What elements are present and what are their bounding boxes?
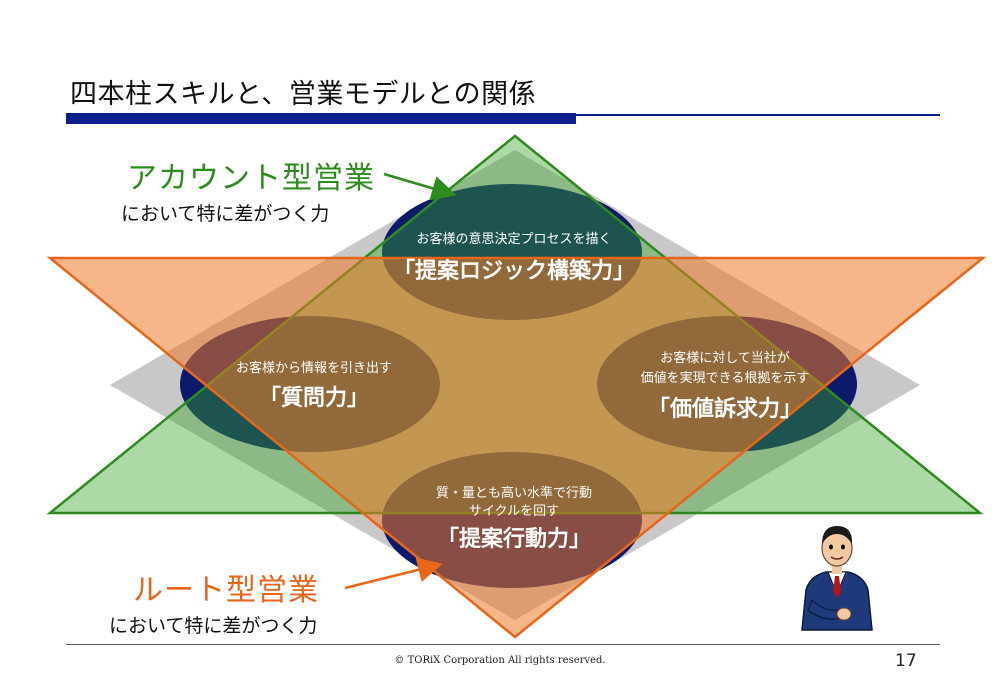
route-model-name: ルート型営業 bbox=[133, 573, 319, 608]
page-title: 四本柱スキルと、営業モデルとの関係 bbox=[70, 79, 537, 110]
account-arrow bbox=[383, 172, 457, 201]
page-number: 17 bbox=[895, 651, 917, 671]
copyright-text: © TORiX Corporation All rights reserved. bbox=[394, 655, 606, 666]
skill-bottom-desc-2: サイクルを回す bbox=[469, 504, 559, 519]
skill-left-name: 「質問力」 bbox=[259, 386, 369, 411]
route-model-triangle bbox=[46, 256, 987, 639]
route-model-subtitle: において特に差がつく力 bbox=[109, 615, 318, 637]
account-model-name: アカウント型営業 bbox=[127, 161, 375, 196]
account-model-subtitle: において特に差がつく力 bbox=[121, 203, 330, 225]
skill-top-desc: お客様の意思決定プロセスを描く bbox=[416, 231, 611, 247]
skill-left-desc: お客様から情報を引き出す bbox=[236, 360, 392, 376]
title-underline-thin bbox=[576, 114, 940, 116]
skill-right-desc-2: 価値を実現できる根拠を示す bbox=[641, 370, 810, 386]
account-model-caption: アカウント型営業 において特に差がつく力 bbox=[121, 153, 375, 226]
route-arrow bbox=[344, 557, 443, 590]
skill-top-name: 「提案ロジック構築力」 bbox=[393, 258, 635, 284]
skill-right-name: 「価値訴求力」 bbox=[648, 396, 802, 422]
route-model-caption: ルート型営業 において特に差がつく力 bbox=[109, 565, 319, 638]
skill-bottom-desc-1: 質・量とも高い水準で行動 bbox=[436, 485, 592, 501]
skill-right-desc-1: お客様に対して当社が bbox=[660, 350, 790, 366]
title-underline-thick bbox=[66, 113, 576, 124]
footer-divider bbox=[66, 644, 940, 645]
skill-bottom-name: 「提案行動力」 bbox=[437, 526, 591, 552]
businessman-icon bbox=[801, 526, 873, 631]
